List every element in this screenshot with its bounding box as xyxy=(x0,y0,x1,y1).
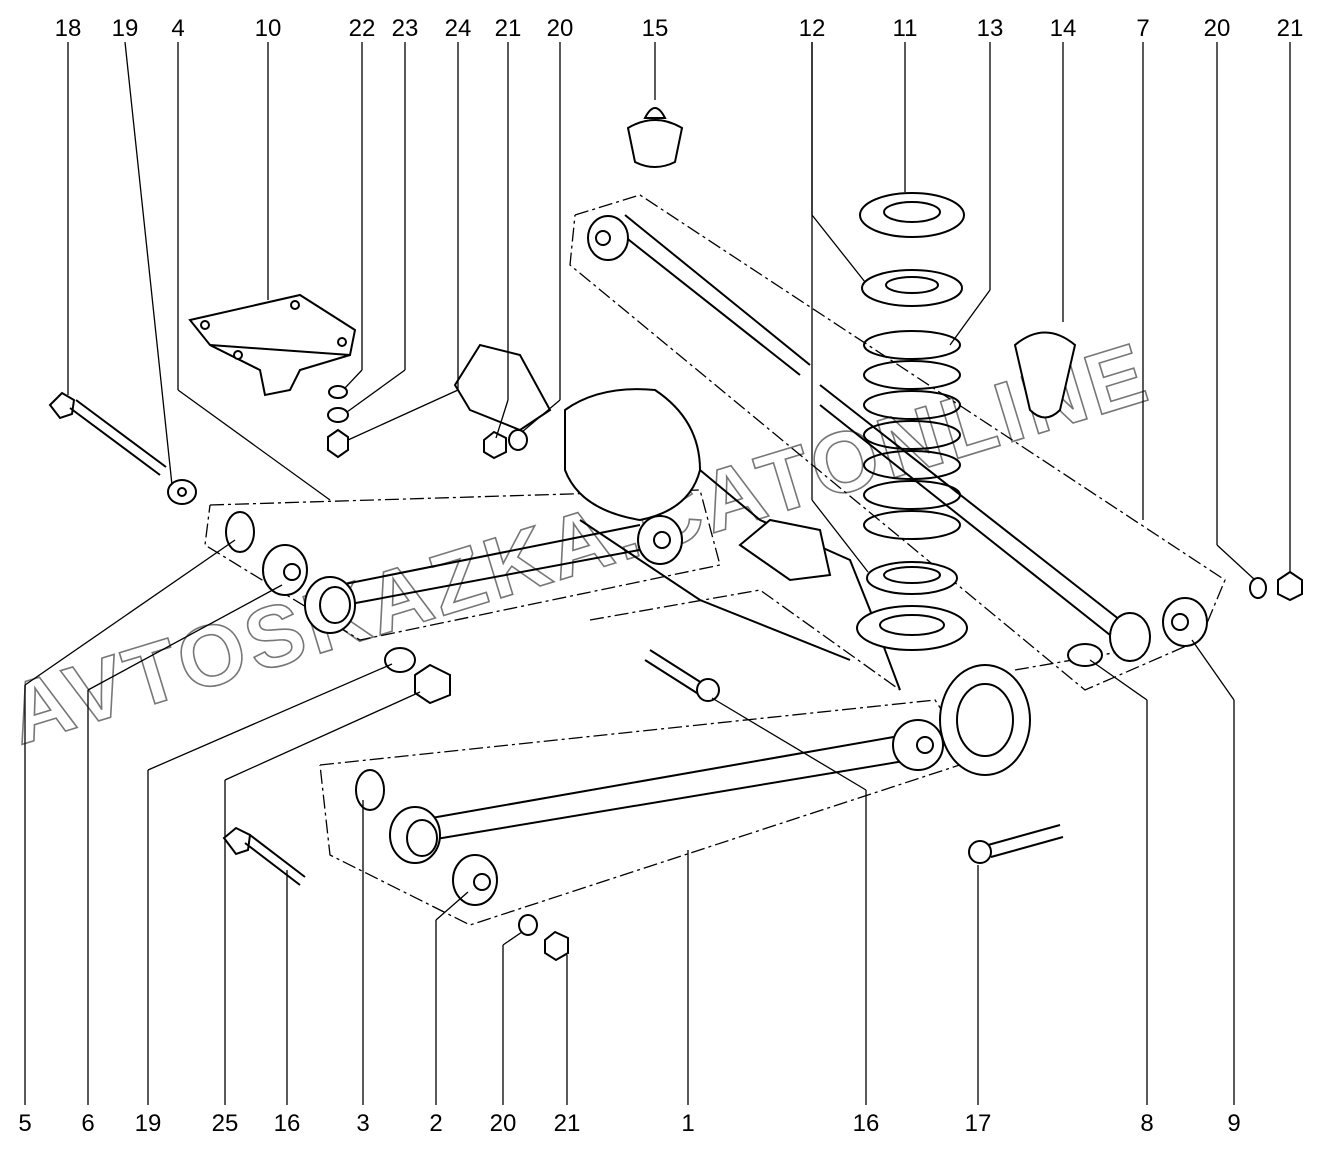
bottom-part-labels: 5 6 19 25 16 3 2 20 21 1 16 17 8 9 xyxy=(18,1110,1240,1137)
label-25: 25 xyxy=(212,1110,239,1137)
label-4: 4 xyxy=(171,15,184,42)
label-22: 22 xyxy=(349,15,376,42)
label-20: 20 xyxy=(547,15,574,42)
nut-21-bottom xyxy=(544,930,569,962)
label-9: 9 xyxy=(1227,1110,1240,1137)
label-23: 23 xyxy=(392,15,419,42)
label-17: 17 xyxy=(965,1110,992,1137)
bolt-16-bottom xyxy=(222,826,306,886)
upper-link-rod xyxy=(587,214,811,376)
label-13: 13 xyxy=(977,15,1004,42)
label-7: 7 xyxy=(1136,15,1149,42)
spring-assembly xyxy=(856,192,968,651)
label-16-left: 16 xyxy=(274,1110,301,1137)
label-3: 3 xyxy=(356,1110,369,1137)
label-20-bottom: 20 xyxy=(490,1110,517,1137)
body-bracket xyxy=(188,293,357,397)
label-21: 21 xyxy=(495,15,522,42)
bolt-18 xyxy=(48,391,167,476)
axle-housing xyxy=(564,388,1031,776)
link-rod-7 xyxy=(819,384,1208,667)
label-15: 15 xyxy=(642,15,669,42)
bump-stop xyxy=(626,107,684,168)
label-11: 11 xyxy=(893,15,918,42)
bolt-16-mid xyxy=(644,649,720,702)
label-21-bottom: 21 xyxy=(554,1110,581,1137)
protective-boot xyxy=(1013,331,1077,419)
nut-21-right xyxy=(1277,570,1303,602)
bolt-17 xyxy=(968,824,1064,864)
assembly-outlines xyxy=(204,194,1226,926)
washer-20-top xyxy=(508,429,528,451)
label-12: 12 xyxy=(799,15,826,42)
washer-20-right xyxy=(1249,577,1267,599)
label-19-bottom: 19 xyxy=(135,1110,162,1137)
label-2: 2 xyxy=(429,1110,442,1137)
axle-bracket-left xyxy=(453,343,552,432)
label-8: 8 xyxy=(1140,1110,1153,1137)
lower-arm-1 xyxy=(355,719,944,906)
label-21-right: 21 xyxy=(1277,15,1304,42)
label-24: 24 xyxy=(445,15,472,42)
washer-23 xyxy=(327,407,349,423)
washer-19-bottom xyxy=(384,647,416,673)
nut-24 xyxy=(327,428,349,459)
leader-lines xyxy=(24,41,1291,1105)
label-20-right: 20 xyxy=(1204,15,1231,42)
label-5: 5 xyxy=(18,1110,31,1137)
label-10: 10 xyxy=(255,15,282,42)
label-1: 1 xyxy=(681,1110,694,1137)
washer-20-bottom xyxy=(518,914,538,936)
label-14: 14 xyxy=(1050,15,1077,42)
label-16-right: 16 xyxy=(853,1110,880,1137)
label-19: 19 xyxy=(112,15,139,42)
nut-25 xyxy=(414,663,451,705)
nut-21-top xyxy=(483,430,507,460)
top-part-labels: 18 19 4 10 22 23 24 21 20 15 12 11 13 14… xyxy=(55,15,1304,42)
washer-22 xyxy=(328,385,348,399)
upper-arm-4 xyxy=(225,511,683,634)
label-18: 18 xyxy=(55,15,82,42)
label-6: 6 xyxy=(81,1110,94,1137)
